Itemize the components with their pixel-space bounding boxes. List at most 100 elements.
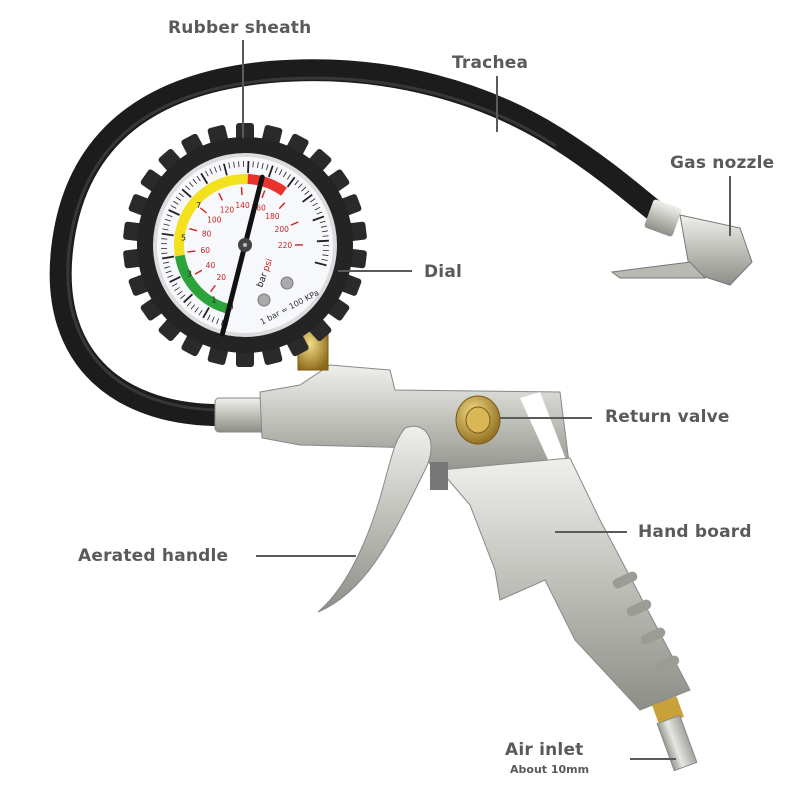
hose-trachea [49, 59, 671, 427]
label-trachea: Trachea [452, 53, 529, 73]
bar-tick [162, 261, 169, 264]
bar-tick [207, 314, 211, 321]
bar-tick [314, 261, 327, 267]
bar-tick-label: 8 [190, 155, 197, 168]
leader-dial [338, 270, 412, 272]
bar-tick [209, 168, 213, 175]
label-hand-board: Hand board [638, 522, 752, 542]
bar-tick [161, 255, 175, 260]
psi-tick-label: 180 [265, 212, 280, 221]
bar-tick [252, 161, 254, 168]
hand-board [438, 457, 691, 711]
leader-return-valve [500, 417, 592, 419]
label-dial: Dial [424, 262, 463, 282]
bar-unit-label: bar [255, 271, 270, 289]
leader-trachea [496, 76, 498, 132]
bar-tick [178, 192, 184, 198]
bar-tick [188, 181, 194, 187]
bar-tick [214, 166, 217, 173]
bar-tick [304, 190, 310, 195]
bar-tick [205, 170, 209, 177]
label-gas-nozzle: Gas nozzle [670, 153, 775, 173]
psi-tick-label: 200 [275, 225, 290, 234]
bar-tick [312, 202, 318, 207]
label-air-inlet-note: About 10mm [510, 763, 590, 776]
leader-rubber-sheath [242, 40, 244, 138]
bar-tick [190, 304, 196, 310]
bar-tick [309, 198, 316, 203]
bar-tick [274, 167, 278, 174]
psi-tick-label: 220 [278, 241, 293, 250]
bar-tick [164, 266, 171, 269]
bar-tick-label: 5 [181, 234, 186, 243]
bar-tick-label: 12 [297, 159, 311, 172]
leader-aerated-handle [256, 555, 356, 557]
bar-tick [169, 275, 181, 283]
bar-tick [194, 307, 199, 313]
bar-tick [314, 206, 321, 211]
label-return-valve: Return valve [605, 407, 730, 427]
bar-tick [218, 164, 222, 171]
psi-tick [210, 284, 216, 293]
bar-tick [168, 209, 180, 216]
gauge-zone [174, 254, 232, 315]
bar-tick [174, 287, 180, 292]
bar-tick [321, 258, 328, 261]
psi-tick-label: 160 [251, 203, 266, 212]
bar-tick [320, 225, 327, 228]
bar-tick [167, 274, 174, 278]
bar-tick [278, 169, 283, 176]
bar-tick-label: 2 [169, 307, 176, 320]
psi-tick [278, 202, 286, 210]
leader-air-inlet [630, 758, 676, 760]
bar-tick [286, 176, 296, 188]
gun-body [214, 329, 698, 772]
bar-tick [302, 193, 313, 203]
gauge-needle [219, 174, 265, 337]
bar-tick [200, 172, 209, 185]
bar-tick-label: 7 [196, 201, 201, 210]
psi-tick-label: 100 [207, 215, 222, 224]
psi-tick-label: 80 [202, 230, 212, 239]
bar-tick [165, 270, 172, 274]
bar-tick [297, 183, 303, 189]
gauge-zone [247, 174, 287, 196]
bar-tick [223, 163, 228, 176]
bar-tick [181, 188, 192, 198]
leader-gas-nozzle [729, 176, 731, 236]
bar-tick [301, 186, 307, 192]
bar-tick [286, 174, 291, 180]
bar-tick [216, 318, 219, 325]
label-rubber-sheath: Rubber sheath [168, 18, 312, 38]
psi-tick [187, 250, 196, 253]
bar-tick-label: 4 [144, 255, 151, 268]
bar-tick [312, 215, 325, 222]
bar-tick [175, 196, 182, 201]
bar-tick [192, 178, 197, 185]
psi-tick-label: 20 [217, 273, 227, 282]
bar-tick [316, 239, 329, 243]
bar-tick [183, 293, 194, 304]
bar-tick [294, 180, 299, 186]
bar-tick [316, 211, 323, 215]
bar-tick [319, 220, 326, 224]
psi-tick [199, 207, 208, 214]
bar-tick [177, 290, 183, 296]
aerated-handle [317, 425, 432, 613]
psi-tick [189, 227, 198, 232]
gas-nozzle [610, 199, 753, 286]
air-inlet-coupler [652, 696, 698, 772]
bar-tick [233, 161, 235, 168]
bar-tick [261, 162, 264, 169]
bar-tick [322, 235, 329, 237]
bar-tick-label: 10 [242, 140, 256, 153]
bar-tick [228, 162, 231, 169]
bar-tick [162, 228, 169, 231]
psi-tick [290, 221, 299, 226]
bar-tick-label: 6 [152, 198, 159, 211]
bar-tick-label: 1 [212, 296, 217, 305]
leader-hand-board [555, 531, 627, 533]
psi-unit-label: psi [261, 257, 275, 273]
bar-tick [283, 171, 287, 178]
